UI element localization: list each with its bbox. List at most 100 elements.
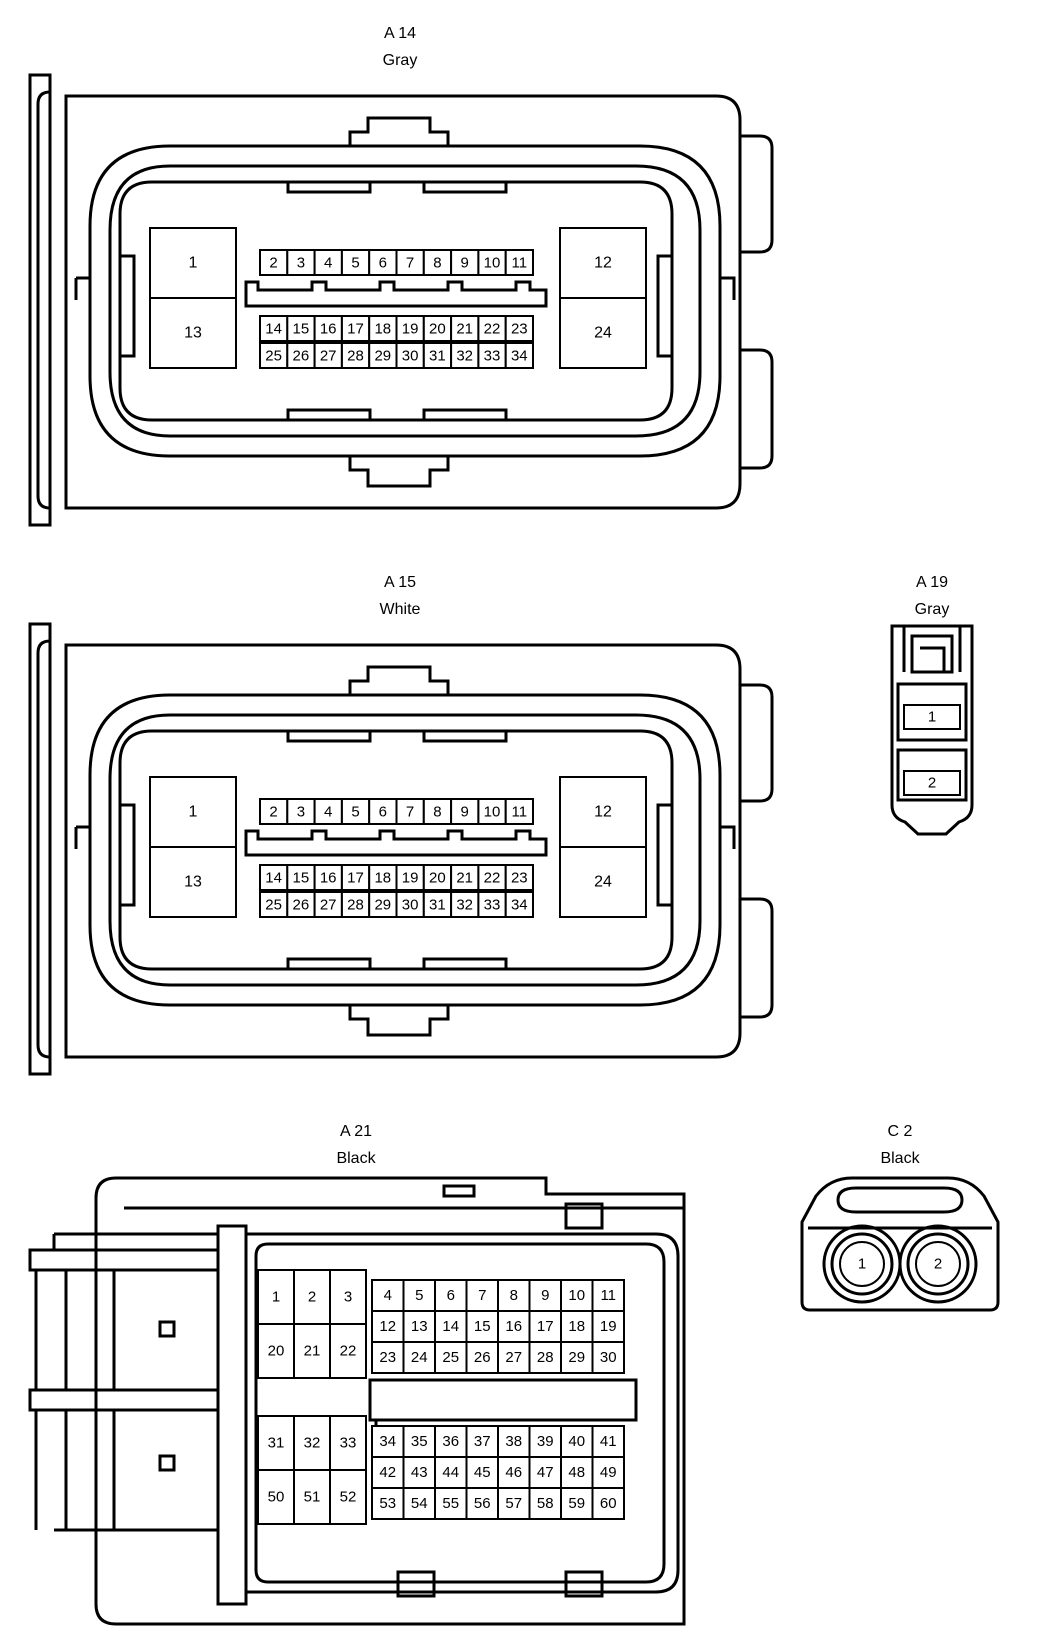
c2-pin-2-label: 2 <box>934 1256 942 1273</box>
a15-pin-34 <box>504 891 535 918</box>
a21-pin-36 <box>434 1425 468 1458</box>
a15-pin-label: 11 <box>512 804 528 821</box>
connector-a21-id: A 21 <box>340 1123 372 1140</box>
connector-c2-color: Black <box>880 1150 920 1167</box>
a21-pin-label: 12 <box>379 1318 396 1335</box>
a21-pin-label: 43 <box>411 1464 428 1481</box>
a15-pin-30 <box>395 891 425 918</box>
a15-pin-8 <box>422 798 453 825</box>
a15-pin-label: 32 <box>456 897 473 914</box>
a21-pin-label: 51 <box>304 1489 321 1506</box>
a14-pin-label: 2 <box>269 255 277 272</box>
a14-pin-20 <box>422 315 453 342</box>
a15-pin-5 <box>340 798 371 825</box>
a15-pin-label: 27 <box>320 897 337 914</box>
a14-pin-label: 13 <box>184 325 202 342</box>
a21-pin-57 <box>497 1487 531 1520</box>
a21-pin-53 <box>371 1487 405 1520</box>
a21-pin-label: 8 <box>510 1287 518 1304</box>
a21-pin-label: 24 <box>411 1349 428 1366</box>
a21-pin-28 <box>528 1341 562 1374</box>
a15-pin-label: 16 <box>320 870 337 887</box>
a14-pin-label: 22 <box>484 321 501 338</box>
a15-pin-label: 7 <box>406 804 414 821</box>
a21-pin-label: 41 <box>600 1433 617 1450</box>
a15-pin-label: 20 <box>429 870 446 887</box>
a21-pin-label: 32 <box>304 1435 321 1452</box>
a15-pin-9 <box>450 798 480 825</box>
connector-a15-id: A 15 <box>384 574 416 591</box>
a21-pin-label: 42 <box>379 1464 396 1481</box>
a21-pin-label: 10 <box>568 1287 585 1304</box>
a21-pin-label: 39 <box>537 1433 554 1450</box>
a21-pin-21 <box>293 1323 331 1379</box>
a21-pin-label: 7 <box>478 1287 486 1304</box>
a14-pin-11 <box>504 249 535 276</box>
a15-pin-label: 19 <box>402 870 419 887</box>
a14-pin-34 <box>504 342 535 369</box>
a21-pin-label: 27 <box>505 1349 522 1366</box>
a14-pin-label: 9 <box>461 255 469 272</box>
a14-pin-7 <box>395 249 425 276</box>
a14-pin-label: 11 <box>512 255 528 272</box>
a21-pin-label: 59 <box>568 1495 585 1512</box>
a21-pin-26 <box>465 1341 499 1374</box>
a21-pin-label: 33 <box>340 1435 357 1452</box>
a14-pin-31 <box>422 342 453 369</box>
connector-a21-color: Black <box>336 1150 376 1167</box>
a21-pin-15 <box>465 1310 499 1343</box>
a14-pin-28 <box>340 342 371 369</box>
a14-pin-label: 7 <box>406 255 414 272</box>
a21-pin-22 <box>329 1323 367 1379</box>
a15-pin-10 <box>477 798 507 825</box>
a21-pin-label: 4 <box>384 1287 392 1304</box>
a21-pin-label: 45 <box>474 1464 491 1481</box>
a21-pin-label: 57 <box>505 1495 522 1512</box>
connector-c2-housing: 1 2 <box>800 1176 1000 1312</box>
a14-pin-5 <box>340 249 371 276</box>
a21-pin-44 <box>434 1456 468 1489</box>
a21-pin-label: 52 <box>340 1489 357 1506</box>
c2-pin-1-label: 1 <box>858 1256 866 1273</box>
a15-pin-32 <box>450 891 480 918</box>
a15-pin-label: 26 <box>293 897 310 914</box>
a21-pin-label: 23 <box>379 1349 396 1366</box>
a14-pin-19 <box>395 315 425 342</box>
a21-pin-label: 16 <box>505 1318 522 1335</box>
a21-pin-label: 34 <box>379 1433 396 1450</box>
a21-pin-label: 55 <box>442 1495 459 1512</box>
a21-pin-label: 38 <box>505 1433 522 1450</box>
a14-pin-label: 15 <box>293 321 310 338</box>
a15-pin-11 <box>504 798 535 825</box>
a21-pin-59 <box>560 1487 594 1520</box>
a15-pin-label: 23 <box>511 870 528 887</box>
a21-pin-label: 40 <box>568 1433 585 1450</box>
a21-pin-label: 15 <box>474 1318 491 1335</box>
a15-pin-25 <box>259 891 289 918</box>
a21-pin-52 <box>329 1469 367 1525</box>
a15-pin-label: 31 <box>429 897 446 914</box>
a21-pin-60 <box>591 1487 625 1520</box>
c2-pin-1 <box>839 1241 885 1287</box>
a21-pin-label: 19 <box>600 1318 617 1335</box>
a21-pin-42 <box>371 1456 405 1489</box>
a21-pin-label: 56 <box>474 1495 491 1512</box>
a14-pin-label: 32 <box>456 348 473 365</box>
a21-pin-47 <box>528 1456 562 1489</box>
a21-pin-label: 36 <box>442 1433 459 1450</box>
a19-pin-1-label: 1 <box>928 709 936 726</box>
a14-pin-23 <box>504 315 535 342</box>
a21-pin-55 <box>434 1487 468 1520</box>
a21-pin-3 <box>329 1269 367 1325</box>
a14-pin-label: 20 <box>429 321 446 338</box>
a21-pin-label: 2 <box>308 1289 316 1306</box>
a15-pin-label: 2 <box>269 804 277 821</box>
a15-pin-24 <box>559 846 647 918</box>
a21-pin-label: 50 <box>268 1489 285 1506</box>
a19-pin-2-label: 2 <box>928 775 936 792</box>
a14-pin-label: 26 <box>293 348 310 365</box>
a15-pin-label: 24 <box>594 874 612 891</box>
